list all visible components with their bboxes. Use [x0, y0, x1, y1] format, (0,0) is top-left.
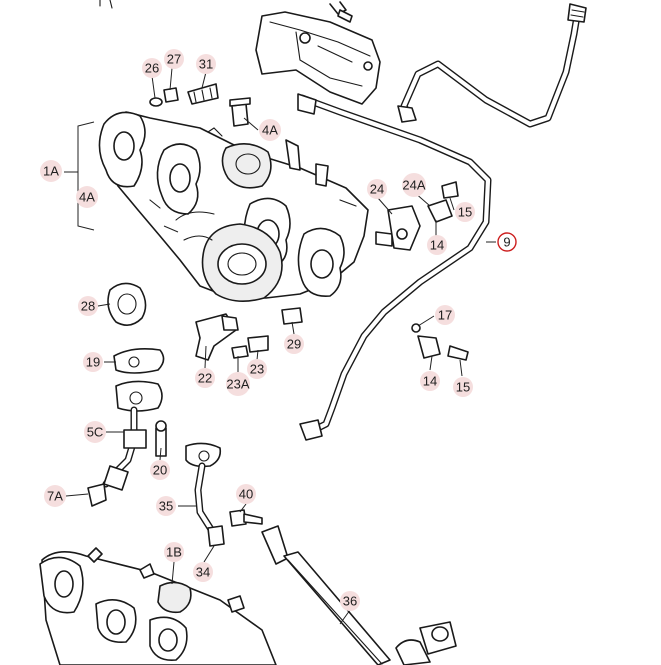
svg-text:34: 34	[196, 565, 210, 580]
oil-supply-pipe-icon	[397, 3, 587, 128]
callout-31: 31	[196, 54, 216, 74]
callout-28: 28	[78, 296, 98, 316]
callout-1a: 1A	[40, 160, 62, 182]
svg-text:4A: 4A	[79, 190, 95, 205]
svg-text:40: 40	[239, 487, 253, 502]
svg-text:4A: 4A	[262, 123, 278, 138]
callout-20: 20	[150, 460, 170, 480]
svg-text:20: 20	[153, 463, 167, 478]
support-bracket-icon	[195, 307, 303, 361]
callout-35: 35	[156, 496, 176, 516]
callout-4a-left: 4A	[76, 186, 98, 208]
svg-text:1A: 1A	[43, 164, 59, 179]
callout-36: 36	[340, 591, 360, 611]
svg-text:28: 28	[81, 299, 95, 314]
svg-text:15: 15	[456, 380, 470, 395]
svg-text:7A: 7A	[47, 489, 63, 504]
union-fitting-icon	[395, 621, 457, 665]
callout-40: 40	[236, 484, 256, 504]
callout-14-top: 14	[427, 235, 447, 255]
pipe-bracket-icon	[387, 181, 459, 251]
callout-24a: 24A	[402, 173, 426, 197]
svg-text:15: 15	[458, 205, 472, 220]
nut-washer-set-icon	[149, 83, 251, 127]
callout-5c: 5C	[84, 421, 106, 443]
svg-text:24A: 24A	[402, 178, 425, 193]
drain-pipe-icon	[185, 442, 225, 547]
callout-34: 34	[193, 562, 213, 582]
svg-text:19: 19	[86, 355, 100, 370]
svg-text:27: 27	[167, 52, 181, 67]
exhaust-manifold-lower-icon	[39, 547, 277, 665]
svg-text:24: 24	[370, 182, 384, 197]
svg-text:23: 23	[250, 362, 264, 377]
callout-23: 23	[247, 359, 267, 379]
svg-text:31: 31	[199, 57, 213, 72]
svg-text:23A: 23A	[226, 377, 249, 392]
exhaust-manifold-icon	[98, 111, 393, 302]
heat-shield-icon	[255, 1, 381, 105]
callout-9: 9	[497, 232, 517, 252]
support-rod-icon	[261, 525, 391, 665]
group-bracket	[64, 121, 95, 231]
callout-17: 17	[435, 305, 455, 325]
callout-29: 29	[284, 334, 304, 354]
svg-text:29: 29	[287, 337, 301, 352]
svg-text:14: 14	[423, 374, 437, 389]
svg-text:17: 17	[438, 308, 452, 323]
svg-text:22: 22	[198, 371, 212, 386]
callout-19: 19	[83, 352, 103, 372]
svg-text:35: 35	[159, 499, 173, 514]
oil-return-pipe-icon	[297, 93, 492, 441]
pipe-clip-icon	[411, 323, 469, 361]
callout-26: 26	[142, 58, 162, 78]
callout-15-bottom: 15	[453, 377, 473, 397]
callout-15-top: 15	[455, 202, 475, 222]
callout-24: 24	[367, 179, 387, 199]
svg-text:1B: 1B	[166, 545, 182, 560]
callout-22: 22	[195, 368, 215, 388]
svg-text:26: 26	[145, 61, 159, 76]
gasket-icon	[107, 282, 147, 326]
bolt-icon	[229, 509, 263, 527]
callout-4a-top: 4A	[259, 119, 281, 141]
callout-23a: 23A	[226, 372, 250, 396]
callout-27: 27	[164, 49, 184, 69]
turbocharger-icon	[175, 143, 283, 302]
svg-text:14: 14	[430, 238, 444, 253]
leader-lines	[65, 67, 496, 625]
flange-gasket-icon	[113, 348, 165, 374]
svg-text:5C: 5C	[87, 425, 104, 440]
callout-1b: 1B	[164, 542, 184, 562]
svg-text:36: 36	[343, 594, 357, 609]
callout-14-bottom: 14	[420, 371, 440, 391]
svg-text:9: 9	[503, 235, 510, 250]
bolt-icon	[99, 0, 353, 23]
callout-7a: 7A	[44, 485, 66, 507]
hose-pipe-icon	[87, 380, 167, 507]
